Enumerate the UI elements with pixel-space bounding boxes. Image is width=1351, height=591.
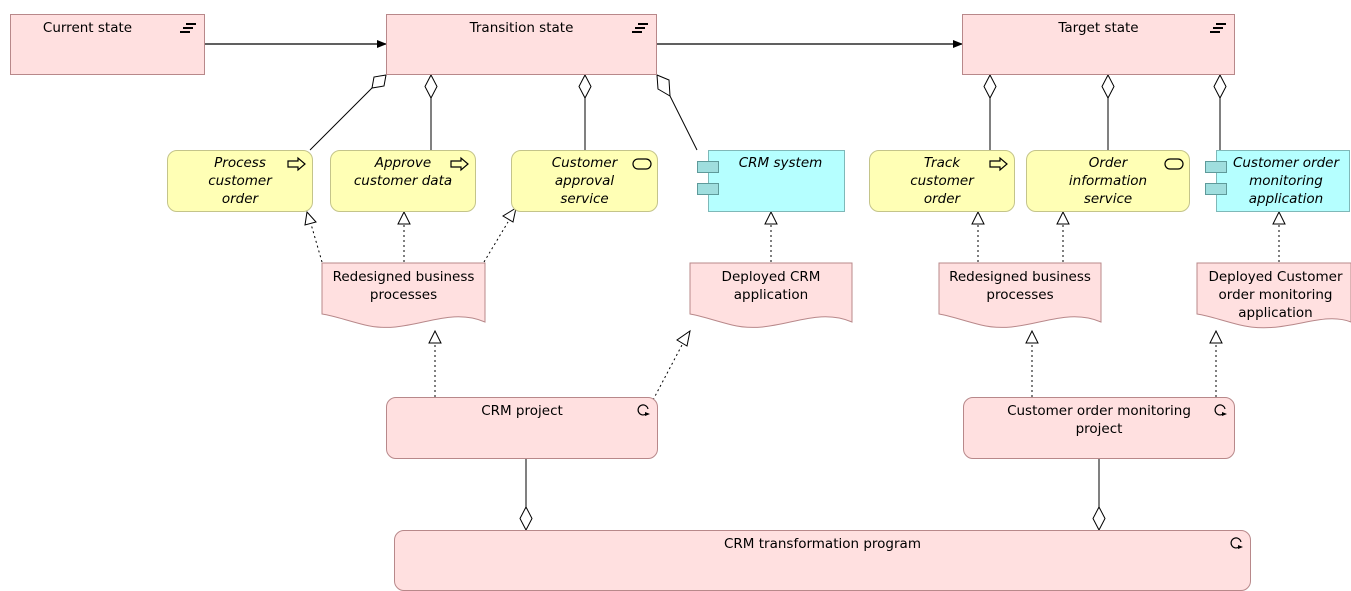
deliverable-deployed-customer-order[interactable]: Deployed Customer order monitoring appli… bbox=[1200, 268, 1351, 322]
business-service-order-information-service[interactable]: Order information service bbox=[1026, 150, 1190, 212]
deliverable-label: Deployed CRM application bbox=[721, 269, 821, 303]
deliverable-redesigned-1[interactable]: Redesigned business processes bbox=[322, 268, 485, 304]
component-icon bbox=[697, 183, 719, 195]
work-package-label: CRM transformation program bbox=[724, 536, 921, 552]
service-icon bbox=[1164, 158, 1184, 170]
deliverable-deployed-crm-shape bbox=[689, 262, 853, 328]
plateau-icon bbox=[632, 23, 648, 33]
component-icon bbox=[1205, 161, 1227, 173]
plateau-transition-state-label: Transition state bbox=[469, 20, 574, 36]
work-package-crm-transformation-program[interactable]: CRM transformation program bbox=[394, 530, 1251, 591]
deliverable-redesigned-2[interactable]: Redesigned business processes bbox=[939, 268, 1101, 304]
application-component-crm-system[interactable]: CRM system bbox=[708, 150, 845, 212]
process-arrow-icon bbox=[450, 156, 469, 172]
element-label: CRM system bbox=[738, 155, 823, 171]
element-label: Process customer order bbox=[208, 155, 272, 207]
deliverable-redesigned-2-shape bbox=[938, 262, 1102, 328]
business-process-process-customer-order[interactable]: Process customer order bbox=[167, 150, 313, 212]
element-label: Track customer order bbox=[910, 155, 974, 207]
work-package-crm-project[interactable]: CRM project bbox=[386, 397, 658, 459]
plateau-transition-state[interactable]: Transition state bbox=[386, 14, 657, 75]
work-package-icon bbox=[637, 404, 650, 416]
deliverable-deployed-crm[interactable]: Deployed CRM application bbox=[715, 268, 827, 304]
plateau-icon bbox=[180, 23, 196, 33]
work-package-label: Customer order monitoring project bbox=[1007, 403, 1191, 437]
business-process-track-customer-order[interactable]: Track customer order bbox=[869, 150, 1015, 212]
plateau-target-state-label: Target state bbox=[1058, 20, 1139, 36]
plateau-current-state-label: Current state bbox=[42, 20, 133, 36]
deliverable-redesigned-1-shape bbox=[321, 262, 486, 328]
business-service-customer-approval-service[interactable]: Customer approval service bbox=[511, 150, 658, 212]
process-arrow-icon bbox=[989, 156, 1008, 172]
deliverable-label: Redesigned business processes bbox=[949, 269, 1091, 303]
deliverable-label: Redesigned business processes bbox=[332, 269, 475, 303]
service-icon bbox=[632, 158, 652, 170]
component-icon bbox=[697, 161, 719, 173]
element-label: Customer order monitoring application bbox=[1232, 155, 1340, 207]
deliverable-deployed-customer-shape bbox=[1196, 262, 1351, 329]
deliverable-label: Deployed Customer order monitoring appli… bbox=[1208, 269, 1343, 321]
component-icon bbox=[1205, 183, 1227, 195]
business-process-approve-customer-data[interactable]: Approve customer data bbox=[330, 150, 476, 212]
process-arrow-icon bbox=[287, 156, 306, 172]
work-package-icon bbox=[1214, 404, 1227, 416]
application-component-customer-order-monitoring[interactable]: Customer order monitoring application bbox=[1216, 150, 1350, 212]
plateau-icon bbox=[1210, 23, 1226, 33]
plateau-target-state[interactable]: Target state bbox=[962, 14, 1235, 75]
element-label: Approve customer data bbox=[353, 155, 453, 189]
work-package-label: CRM project bbox=[481, 403, 563, 419]
work-package-icon bbox=[1230, 537, 1243, 549]
plateau-current-state[interactable]: Current state bbox=[10, 14, 205, 75]
work-package-customer-order-monitoring-project[interactable]: Customer order monitoring project bbox=[963, 397, 1235, 459]
element-label: Order information service bbox=[1068, 155, 1148, 207]
element-label: Customer approval service bbox=[551, 155, 618, 207]
